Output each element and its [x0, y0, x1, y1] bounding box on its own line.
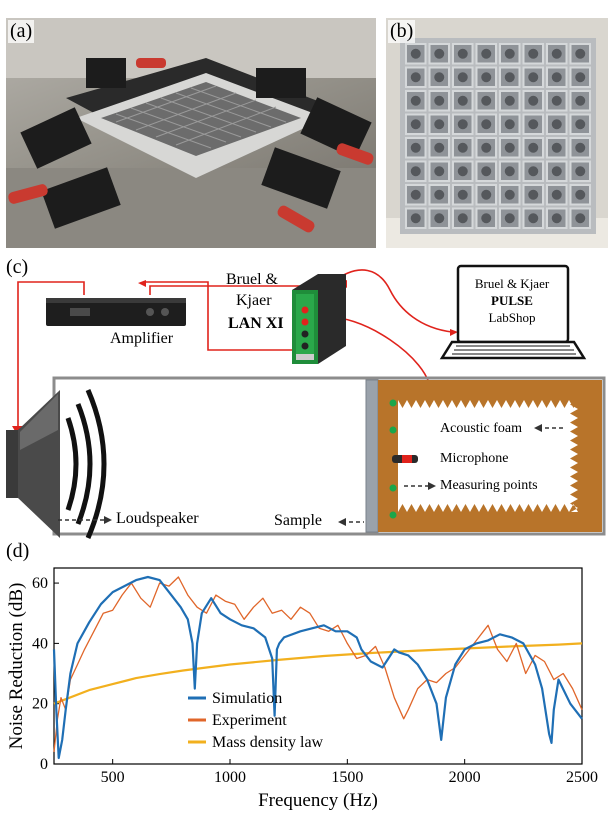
legend-label: Simulation — [212, 690, 282, 707]
series-lines — [52, 575, 583, 760]
measuring-points-label: Measuring points — [440, 478, 538, 493]
photo-b-drawing — [386, 18, 608, 248]
y-axis-label: Noise Reduction (dB) — [6, 583, 27, 750]
y-tick-label: 0 — [40, 756, 48, 773]
acoustic-foam — [378, 380, 602, 532]
series-experiment — [53, 576, 583, 752]
x-tick-label: 2000 — [449, 769, 481, 786]
photo-a-drawing — [6, 18, 376, 248]
axis-tick-labels: 500 1000 1500 2000 2500 0 20 40 60 — [32, 575, 598, 786]
loudspeaker-label: Loudspeaker — [116, 510, 199, 527]
laptop-label-3: LabShop — [488, 310, 536, 325]
panel-label-d: (d) — [6, 540, 30, 562]
y-tick-label: 60 — [32, 575, 48, 592]
instrument-label-1: Bruel & — [226, 271, 278, 288]
legend-label: Mass density law — [212, 734, 324, 751]
x-tick-label: 1000 — [214, 769, 246, 786]
series-simulation — [52, 575, 583, 760]
loudspeaker — [6, 389, 107, 539]
amplifier-label: Amplifier — [110, 330, 174, 347]
measuring-points — [389, 399, 397, 519]
lanxi-device — [292, 274, 346, 364]
laptop-label-1: Bruel & Kjaer — [474, 276, 550, 291]
legend-label: Experiment — [212, 712, 287, 729]
acoustic-foam-label: Acoustic foam — [440, 421, 523, 437]
setup-schematic — [6, 264, 606, 539]
instrument-model-label: LAN XI — [228, 315, 284, 332]
series-mass-density-law — [53, 642, 583, 705]
panel-label-c: (c) — [6, 256, 29, 278]
panel-label-a: (a) — [8, 20, 35, 43]
amplifier-device — [46, 298, 186, 326]
noise-reduction-chart: 500 1000 1500 2000 2500 0 20 40 60 Frequency (Hz… — [6, 567, 598, 811]
x-axis-label: Frequency (Hz) — [258, 790, 378, 811]
x-tick-label: 500 — [101, 769, 125, 786]
panel-label-b: (b) — [388, 20, 416, 43]
x-tick-label: 2500 — [566, 769, 598, 786]
y-tick-label: 40 — [32, 635, 48, 652]
photo-a — [6, 18, 376, 248]
microphone-label: Microphone — [440, 451, 509, 466]
laptop-label-2: PULSE — [491, 293, 533, 308]
photo-b — [386, 18, 608, 248]
instrument-label-2: Kjaer — [236, 292, 272, 309]
y-tick-label: 20 — [32, 696, 48, 713]
laptop — [439, 264, 587, 360]
x-tick-label: 1500 — [331, 769, 363, 786]
microphone — [392, 455, 418, 463]
sample-label: Sample — [274, 512, 322, 529]
